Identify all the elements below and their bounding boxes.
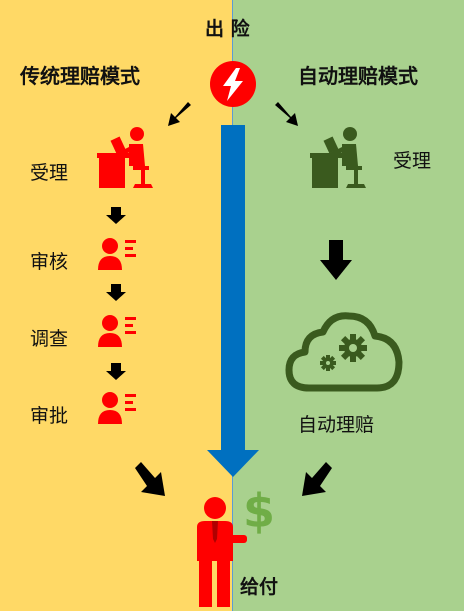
dollar-icon: $ [243,484,276,538]
auto-claim-label: 自动理赔 [298,414,375,436]
main-flow-arrow [207,125,259,477]
arrow-to-payout-right [302,462,332,496]
cloud-gear-icon [285,312,403,392]
auto-down-arrow [320,240,352,280]
traditional-title: 传统理赔模式 [20,64,140,88]
person-doc-icon [98,392,136,424]
auto-accept-label: 受理 [393,150,432,172]
arrow-down-right-icon [275,102,298,126]
payout-label: 给付 [240,576,279,598]
incident-title: 出 险 [205,18,250,40]
desk-worker-icon [310,127,366,188]
automatic-panel [233,0,464,611]
step-arrow-3 [106,363,126,380]
lightning-bolt-icon [210,61,256,107]
traditional-panel [0,0,233,611]
step-investigate-label: 调查 [30,328,69,350]
step-arrow-2 [106,284,126,301]
businessman-icon [197,497,247,607]
step-approve-label: 审批 [30,405,69,427]
step-review-label: 审核 [30,251,69,273]
step-accept-label: 受理 [30,162,69,184]
automatic-title: 自动理赔模式 [298,64,418,88]
step-arrow-1 [106,207,126,224]
person-doc-icon [98,315,136,347]
arrow-to-payout-left [135,462,165,496]
person-doc-icon [98,238,136,270]
desk-worker-icon [97,127,153,188]
arrow-down-left-icon [168,102,191,126]
